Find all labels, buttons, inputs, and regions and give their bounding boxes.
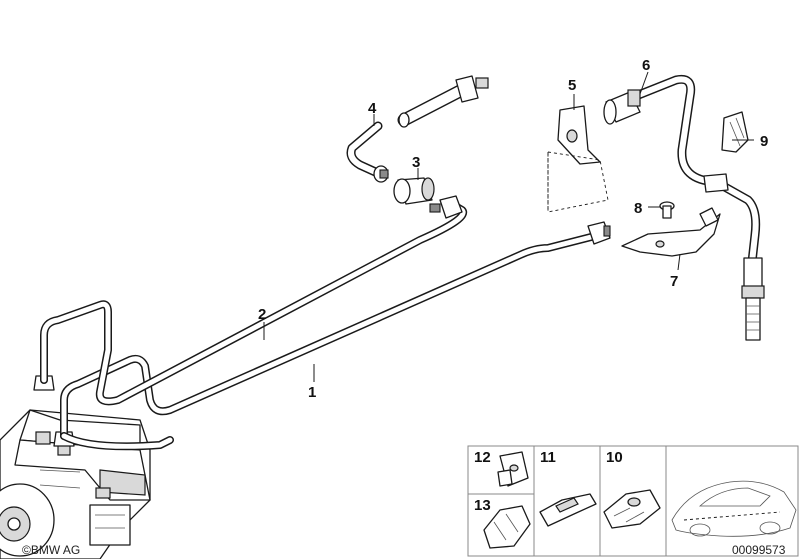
callout-12: 12 [474,449,491,466]
callout-3: 3 [412,154,420,171]
clip-11 [539,493,597,527]
callout-1: 1 [308,384,316,401]
callout-6: 6 [642,57,650,74]
pipe-straight-piece [397,75,489,128]
callout-11: 11 [540,449,556,466]
pipe-section-4 [346,121,389,183]
callout-7: 7 [670,273,678,290]
callout-4: 4 [368,100,377,117]
clip-10 [603,489,661,529]
diagram-number: 00099573 [732,543,786,557]
callout-13: 13 [474,497,491,514]
copyright-label: ©BMW AG [22,543,80,557]
bracket-5 [547,105,609,213]
callout-9: 9 [760,133,768,150]
leader-lines [263,71,754,382]
connector-3 [393,177,435,205]
brake-hose-6 [603,74,765,341]
brake-pipe-2 [40,195,468,406]
screw-8 [659,201,675,219]
clamp-13 [483,505,531,549]
callout-10: 10 [606,449,623,466]
small-parts-inset: 12 13 11 10 [467,445,799,557]
callout-8: 8 [634,200,642,217]
brake-pipe-1 [60,221,611,451]
hydraulic-unit [0,375,151,559]
clamp-12 [497,451,529,487]
holder-7 [621,207,721,257]
callout-2: 2 [258,306,266,323]
clip-9 [721,111,749,153]
callout-5: 5 [568,77,576,94]
callouts: 1 2 3 4 5 6 7 8 9 [258,57,768,401]
car-silhouette [671,480,797,537]
